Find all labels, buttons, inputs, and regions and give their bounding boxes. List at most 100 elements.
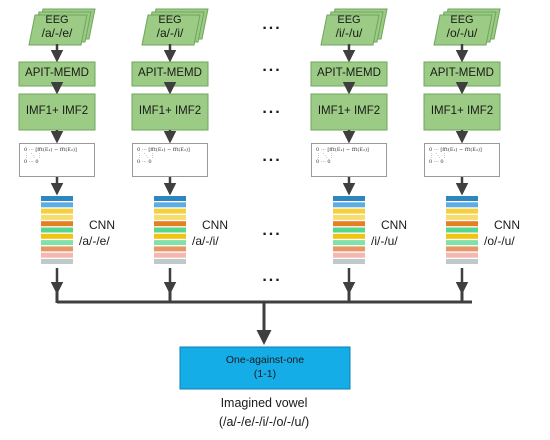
col-2-apit-memd-label: APIT-MEMD bbox=[138, 67, 202, 79]
ellipsis-cnn: ... bbox=[262, 222, 282, 239]
col-1-cnn-layer-10 bbox=[41, 252, 73, 258]
col-3-cnn-label: CNN/i/-/u/ bbox=[371, 217, 407, 249]
col-3-matrix-row: 0 ⋯ [fft(E₁) − fft(E₂)] bbox=[316, 147, 369, 153]
col-4-matrix-row: ⋮ ⋱ ⋮ bbox=[429, 153, 448, 159]
one-against-one-title: One-against-one bbox=[225, 354, 305, 366]
col-1-cnn-layer-7 bbox=[41, 233, 73, 239]
col-3-cnn-layer-10 bbox=[333, 252, 365, 258]
col-1-matrix-row: 0 ⋯ 0 bbox=[24, 159, 39, 165]
col-4-matrix-row: 0 ⋯ [fft(E₁) − fft(E₂)] bbox=[429, 147, 482, 153]
col-4-cnn-layer-9 bbox=[446, 246, 478, 252]
col-1-cnn-layer-3 bbox=[41, 208, 73, 214]
col-2-matrix-row: 0 ⋯ 0 bbox=[137, 159, 152, 165]
col-3-cnn-layer-5 bbox=[333, 221, 365, 227]
col-4-imf-label: IMF1+ IMF2 bbox=[430, 105, 494, 117]
col-3-fft-matrix: 0 ⋯ [fft(E₁) − fft(E₂)]⋮ ⋱ ⋮0 ⋯ 0 bbox=[311, 143, 387, 177]
col-3-imf-label: IMF1+ IMF2 bbox=[317, 105, 381, 117]
col-2-imf-label: IMF1+ IMF2 bbox=[138, 105, 202, 117]
col-4-eeg-title: EEG bbox=[450, 14, 474, 26]
col-1-matrix-row: ⋮ ⋱ ⋮ bbox=[24, 153, 43, 159]
col-4-eeg-label: EEG/o/-/u/ bbox=[432, 14, 492, 40]
col-2-cnn-layer-2 bbox=[154, 202, 186, 208]
col-3-imf-box bbox=[310, 93, 388, 131]
col-1-cnn-layer-11 bbox=[41, 259, 73, 264]
col-4-cnn-layer-2 bbox=[446, 202, 478, 208]
col-2-cnn-layer-4 bbox=[154, 214, 186, 220]
col-4-cnn-pair: /o/-/u/ bbox=[484, 234, 515, 248]
col-3-matrix-row: ⋮ ⋱ ⋮ bbox=[316, 153, 335, 159]
col-4-fft-matrix: 0 ⋯ [fft(E₁) − fft(E₂)]⋮ ⋱ ⋮0 ⋯ 0 bbox=[424, 143, 500, 177]
ellipsis-bottom: ... bbox=[262, 268, 282, 285]
col-4-imf-box bbox=[423, 93, 501, 131]
col-2-cnn-layer-10 bbox=[154, 252, 186, 258]
col-3-apit-memd-label: APIT-MEMD bbox=[317, 67, 381, 79]
col-2-cnn-layer-11 bbox=[154, 259, 186, 264]
one-against-one-box bbox=[179, 346, 351, 390]
col-1-eeg-label: EEG/a/-/e/ bbox=[27, 14, 87, 40]
col-1-cnn-layer-1 bbox=[41, 196, 73, 201]
col-3-cnn-layer-7 bbox=[333, 233, 365, 239]
one-against-one-label: One-against-one (1-1) bbox=[180, 353, 350, 381]
col-1-cnn-layer-4 bbox=[41, 214, 73, 220]
col-2-cnn-layer-7 bbox=[154, 233, 186, 239]
col-1-cnn-pair: /a/-/e/ bbox=[79, 234, 110, 248]
col-1-apit-memd-label: APIT-MEMD bbox=[25, 67, 89, 79]
col-4-cnn-layer-7 bbox=[446, 233, 478, 239]
col-3-eeg-label: EEG/i/-/u/ bbox=[319, 14, 379, 40]
col-1-cnn-title: CNN bbox=[89, 218, 115, 232]
col-3-cnn-layer-9 bbox=[333, 246, 365, 252]
ellipsis-apit: ... bbox=[262, 58, 282, 75]
col-2-cnn-layer-5 bbox=[154, 221, 186, 227]
col-4-cnn-layer-11 bbox=[446, 259, 478, 264]
col-2-eeg-title: EEG bbox=[158, 14, 182, 26]
col-3-cnn-layer-11 bbox=[333, 259, 365, 264]
col-2-matrix-row: ⋮ ⋱ ⋮ bbox=[137, 153, 156, 159]
col-1-cnn-label: CNN/a/-/e/ bbox=[79, 217, 115, 249]
col-1-imf-label: IMF1+ IMF2 bbox=[25, 105, 89, 117]
col-1-imf-box bbox=[18, 93, 96, 131]
ellipsis-eeg: ... bbox=[262, 16, 282, 33]
col-4-matrix-row: 0 ⋯ 0 bbox=[429, 159, 444, 165]
col-1-eeg-pair: /a/-/e/ bbox=[41, 26, 73, 40]
col-1-cnn-layer-8 bbox=[41, 240, 73, 246]
col-2-cnn-layer-9 bbox=[154, 246, 186, 252]
col-1-eeg-sheet-1 bbox=[28, 14, 88, 46]
col-1-matrix-row: 0 ⋯ [fft(E₁) − fft(E₂)] bbox=[24, 147, 77, 153]
col-4-cnn-layer-3 bbox=[446, 208, 478, 214]
col-1-eeg-title: EEG bbox=[45, 14, 69, 26]
output-title: Imagined vowel bbox=[220, 396, 308, 410]
col-3-cnn-layer-8 bbox=[333, 240, 365, 246]
col-3-cnn-title: CNN bbox=[381, 218, 407, 232]
col-3-eeg-pair: /i/-/u/ bbox=[335, 26, 363, 40]
col-1-cnn-layer-2 bbox=[41, 202, 73, 208]
col-1-cnn-layer-6 bbox=[41, 227, 73, 233]
col-2-cnn-pair: /a/-/i/ bbox=[192, 234, 219, 248]
col-1-cnn-layer-5 bbox=[41, 221, 73, 227]
col-3-cnn-layer-2 bbox=[333, 202, 365, 208]
col-4-cnn-layer-8 bbox=[446, 240, 478, 246]
col-3-cnn-pair: /i/-/u/ bbox=[371, 234, 398, 248]
col-4-cnn-layer-1 bbox=[446, 196, 478, 201]
col-4-eeg-pair: /o/-/u/ bbox=[446, 26, 478, 40]
col-3-eeg-sheet-1 bbox=[320, 14, 380, 46]
col-2-cnn-title: CNN bbox=[202, 218, 228, 232]
col-1-fft-matrix: 0 ⋯ [fft(E₁) − fft(E₂)]⋮ ⋱ ⋮0 ⋯ 0 bbox=[19, 143, 95, 177]
col-3-cnn-layer-1 bbox=[333, 196, 365, 201]
col-2-matrix-row: 0 ⋯ [fft(E₁) − fft(E₂)] bbox=[137, 147, 190, 153]
col-4-cnn-title: CNN bbox=[494, 218, 520, 232]
col-2-cnn-layer-8 bbox=[154, 240, 186, 246]
col-2-cnn-layer-6 bbox=[154, 227, 186, 233]
ellipsis-imf: ... bbox=[262, 100, 282, 117]
col-4-cnn-label: CNN/o/-/u/ bbox=[484, 217, 520, 249]
col-1-cnn-layer-9 bbox=[41, 246, 73, 252]
col-2-cnn-layer-1 bbox=[154, 196, 186, 201]
col-3-eeg-title: EEG bbox=[337, 14, 361, 26]
output-classes: (/a/-/e/-/i/-/o/-/u/) bbox=[218, 415, 310, 429]
col-3-cnn-layer-4 bbox=[333, 214, 365, 220]
col-3-cnn-layer-3 bbox=[333, 208, 365, 214]
one-against-one-subtitle: (1-1) bbox=[253, 368, 277, 380]
col-2-fft-matrix: 0 ⋯ [fft(E₁) − fft(E₂)]⋮ ⋱ ⋮0 ⋯ 0 bbox=[132, 143, 208, 177]
col-2-cnn-layer-3 bbox=[154, 208, 186, 214]
col-3-cnn-layer-6 bbox=[333, 227, 365, 233]
